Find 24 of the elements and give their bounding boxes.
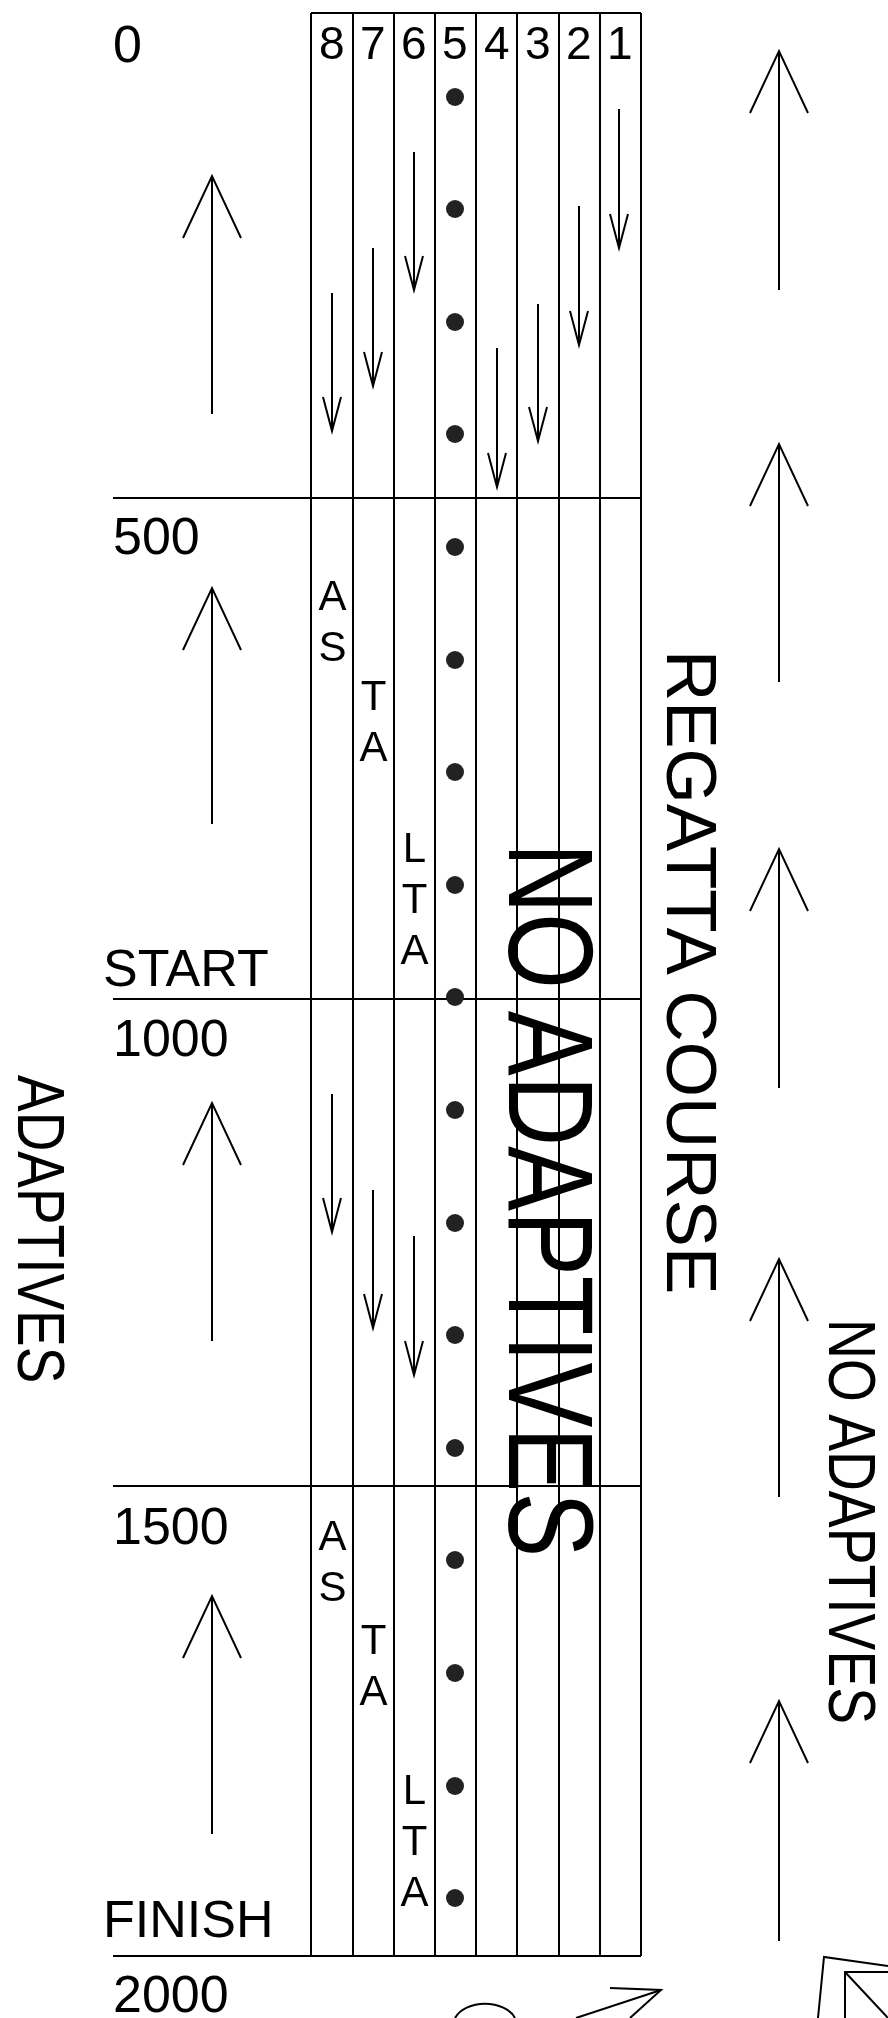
lane-number: 6 [401,20,427,66]
lane-code-label: AS [311,1512,353,1614]
lane-code-label: LTA [393,1766,435,1919]
lane-number: 3 [525,20,551,66]
lane-number: 1 [607,20,633,66]
lane-number: 8 [319,20,345,66]
distance-label: 2000 [113,1968,229,2018]
distance-label: 1500 [113,1500,229,1552]
lane-code-label: AS [311,572,353,674]
finish-label: FINISH [103,1893,274,1945]
zone-label: ADAPTIVES [8,1075,74,1384]
distance-label: 0 [113,18,142,70]
lane-number: 7 [360,20,386,66]
lane-code-label: TA [352,672,394,774]
lane-number: 4 [484,20,510,66]
lane-number: 5 [442,20,468,66]
lane-code-label: LTA [393,824,435,977]
distance-label: 500 [113,510,200,562]
start-label: START [103,942,269,994]
lane-number: 2 [566,20,592,66]
lane-code-label: TA [352,1616,394,1718]
course-title: REGATTA COURSE [656,650,726,1295]
distance-label: 1000 [113,1012,229,1064]
zone-label: NO ADAPTIVES [819,1319,885,1725]
